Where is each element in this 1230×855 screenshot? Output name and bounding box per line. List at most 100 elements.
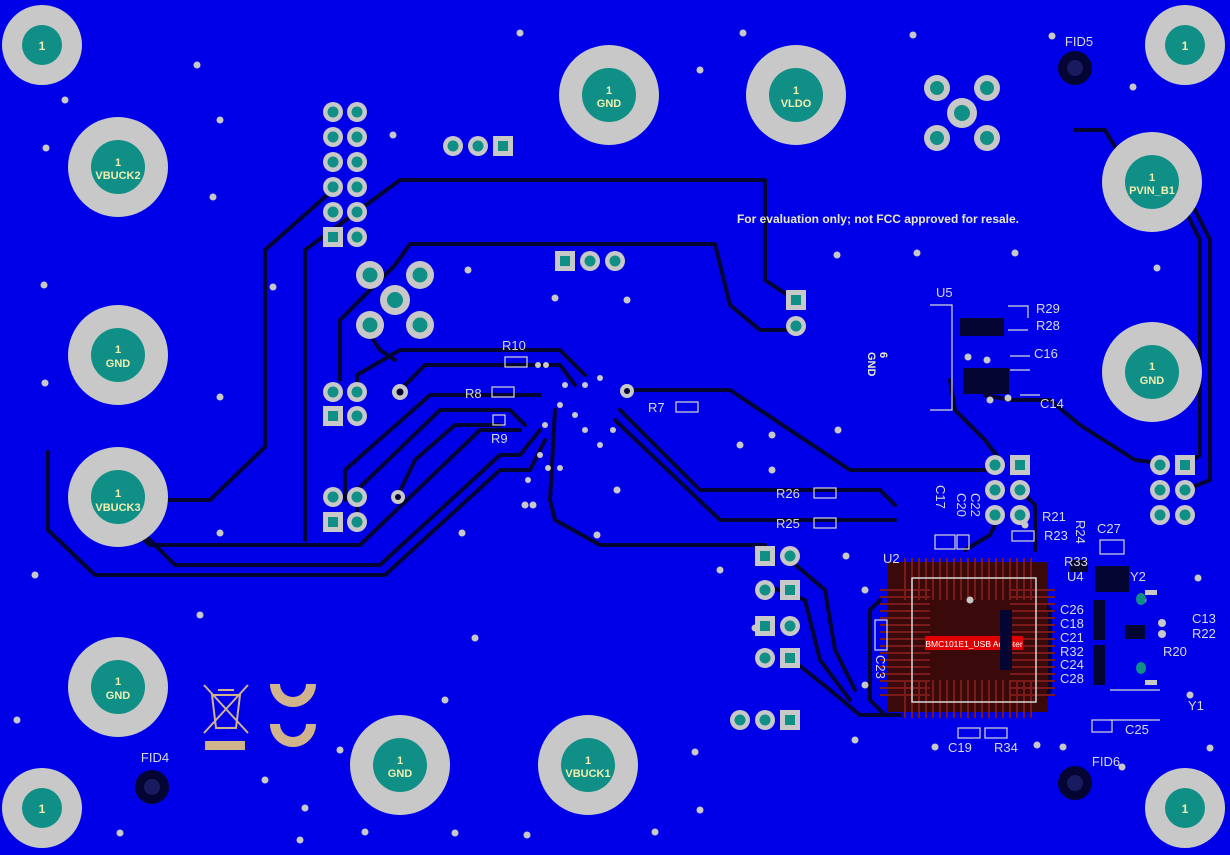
- refdes-fid4: FID4: [141, 750, 169, 765]
- trace: [868, 598, 887, 717]
- terminal-core: [1165, 25, 1205, 65]
- terminal-core: [91, 328, 145, 382]
- testpoint-number: 6: [877, 352, 889, 358]
- trace: [1183, 208, 1212, 492]
- refdes-c22: C22: [968, 493, 983, 517]
- terminal-name: GND: [388, 768, 413, 780]
- terminal-core: [582, 68, 636, 122]
- refdes-c19: C19: [948, 740, 972, 755]
- terminal-number: 1: [1182, 802, 1189, 816]
- terminal-core: [373, 738, 427, 792]
- terminal-core: [1165, 788, 1205, 828]
- refdes-c13: C13: [1192, 611, 1216, 626]
- terminal-name: GND: [597, 98, 622, 110]
- refdes-r7: R7: [648, 400, 665, 415]
- refdes-r34: R34: [994, 740, 1018, 755]
- smd-pads-light: [1136, 590, 1166, 685]
- refdes-c25: C25: [1125, 722, 1149, 737]
- compliance-logos: [203, 684, 316, 750]
- refdes-r21: R21: [1042, 509, 1066, 524]
- terminal-number: 1: [39, 802, 46, 816]
- terminal-core: [769, 68, 823, 122]
- trace: [303, 178, 797, 542]
- trace: [398, 363, 577, 392]
- smd-pads: [960, 318, 1145, 685]
- refdes-r25: R25: [776, 516, 800, 531]
- terminal-core: [91, 660, 145, 714]
- refdes-c23: C23: [873, 655, 888, 679]
- terminal-core: [22, 788, 62, 828]
- terminal-number: 1: [1182, 39, 1189, 53]
- chip-pins: [880, 558, 1055, 718]
- refdes-r29: R29: [1036, 301, 1060, 316]
- refdes-r24: R24: [1073, 520, 1088, 544]
- terminal-name: VBUCK2: [95, 170, 140, 182]
- refdes-c20: C20: [954, 493, 969, 517]
- u2-chip: BMC101E1_USB Adapter: [880, 558, 1055, 718]
- terminal-name: VLDO: [781, 98, 812, 110]
- component-outlines: [491, 304, 1160, 739]
- trace: [618, 408, 897, 507]
- trace: [613, 418, 897, 522]
- refdes-r22: R22: [1192, 626, 1216, 641]
- terminal-number: 1: [115, 676, 121, 688]
- terminal-number: 1: [1149, 361, 1155, 373]
- ce-mark-icon: [270, 724, 316, 747]
- terminal-number: 1: [1149, 172, 1155, 184]
- refdes-c28: C28: [1060, 671, 1084, 686]
- refdes-u5: U5: [936, 285, 953, 300]
- via-layer: [13, 29, 1214, 844]
- ce-mark-icon: [270, 684, 316, 707]
- terminal-name: PVIN_B1: [1129, 185, 1175, 197]
- terminal-layer: [2, 5, 1225, 848]
- terminal-core: [91, 470, 145, 524]
- gnd-testpoint-label: GND: [865, 352, 877, 377]
- terminal-number: 1: [115, 344, 121, 356]
- terminal-name: VBUCK3: [95, 502, 140, 514]
- chip-outline: [911, 577, 1037, 703]
- weee-bar: [205, 741, 245, 750]
- trace: [138, 428, 542, 567]
- trace: [625, 388, 987, 472]
- trace: [46, 438, 547, 577]
- weee-bin-icon: [203, 684, 249, 734]
- fiducial-mark-center: [1067, 60, 1083, 76]
- refdes-r10: R10: [502, 338, 526, 353]
- terminal-number: 1: [793, 85, 799, 97]
- terminal-number: 1: [115, 157, 121, 169]
- fiducial-mark-center: [1067, 775, 1083, 791]
- terminal-core: [22, 25, 62, 65]
- refdes-c17: C17: [933, 485, 948, 509]
- refdes-u2: U2: [883, 551, 900, 566]
- terminal-name: VBUCK1: [565, 768, 610, 780]
- refdes-r23: R23: [1044, 528, 1068, 543]
- terminal-core: [1125, 345, 1179, 399]
- refdes-r20: R20: [1163, 644, 1187, 659]
- refdes-c21: C21: [1060, 630, 1084, 645]
- silkscreen-text: For evaluation only; not FCC approved fo…: [141, 34, 1216, 769]
- refdes-y2: Y2: [1130, 569, 1146, 584]
- terminal-number: 1: [115, 488, 121, 500]
- refdes-r26: R26: [776, 486, 800, 501]
- trace: [548, 408, 767, 547]
- trace: [1073, 128, 1122, 157]
- refdes-c18: C18: [1060, 616, 1084, 631]
- trace: [355, 348, 587, 392]
- trace: [343, 393, 542, 502]
- refdes-r28: R28: [1036, 318, 1060, 333]
- refdes-r8: R8: [465, 386, 482, 401]
- terminal-core: [1125, 155, 1179, 209]
- fiducials: [135, 51, 1092, 804]
- refdes-u4: U4: [1067, 569, 1084, 584]
- refdes-c24: C24: [1060, 657, 1084, 672]
- terminal-number: 1: [397, 755, 403, 767]
- refdes-fid6: FID6: [1092, 754, 1120, 769]
- refdes-r33: R33: [1064, 554, 1088, 569]
- refdes-c27: C27: [1097, 521, 1121, 536]
- refdes-c16: C16: [1034, 346, 1058, 361]
- terminal-name: GND: [106, 690, 131, 702]
- terminal-labels: 1 1 1 1 1 GND 1 VLDO 1 VBUCK2 1 PVIN_B1 …: [39, 39, 1189, 816]
- trace: [788, 656, 902, 717]
- terminal-number: 1: [585, 755, 591, 767]
